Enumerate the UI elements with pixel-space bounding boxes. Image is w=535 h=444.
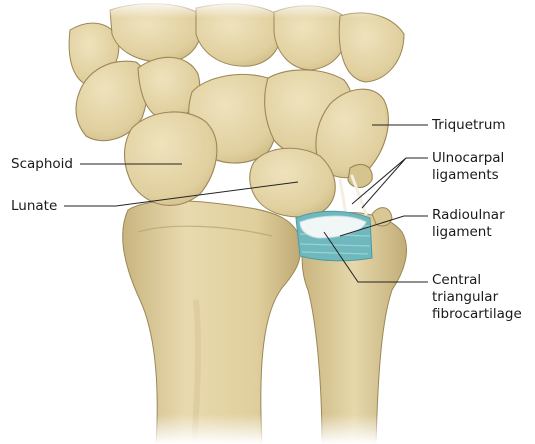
label-ulnocarpal-ligaments: Ulnocarpal ligaments — [432, 150, 505, 183]
leader-central — [323, 231, 428, 283]
label-central-triangular-fibrocartilage: Central triangular fibrocartilage — [432, 272, 522, 322]
scaphoid-bone — [123, 111, 218, 207]
leader-ulnocarpal — [351, 157, 428, 209]
leader-lunate — [64, 181, 299, 207]
leader-lines — [64, 124, 428, 283]
label-radioulnar-ligament: Radioulnar ligament — [432, 207, 505, 240]
label-scaphoid: Scaphoid — [11, 156, 73, 172]
ulnocarpal-ligaments — [338, 174, 368, 216]
leader-radioulnar — [339, 215, 428, 237]
radius-shaft — [122, 200, 302, 444]
label-lunate: Lunate — [11, 198, 58, 214]
trapezium-bone — [75, 60, 148, 142]
label-triquetrum: Triquetrum — [432, 117, 506, 133]
carpal-bones — [75, 56, 389, 218]
